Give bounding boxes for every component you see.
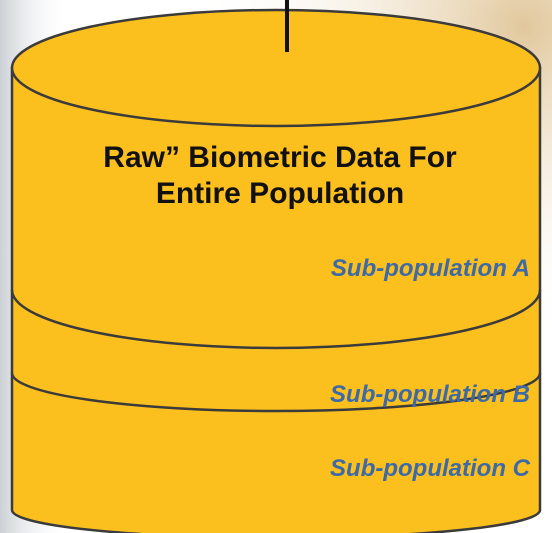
- segment-divider-a-b: [10, 289, 542, 350]
- segment-label-c: Sub-population C: [330, 455, 530, 482]
- database-title: Raw” Biometric Data For Entire Populatio…: [20, 140, 540, 212]
- cylinder-body: [10, 66, 542, 533]
- database-title-line-2: Entire Population: [155, 177, 405, 210]
- segment-label-a: Sub-population A: [330, 255, 530, 282]
- segment-divider-b-c: [10, 372, 542, 413]
- segment-label-b: Sub-population B: [330, 381, 530, 408]
- cylinder-top: [10, 8, 542, 128]
- database-title-line-1: Raw” Biometric Data For: [103, 141, 457, 174]
